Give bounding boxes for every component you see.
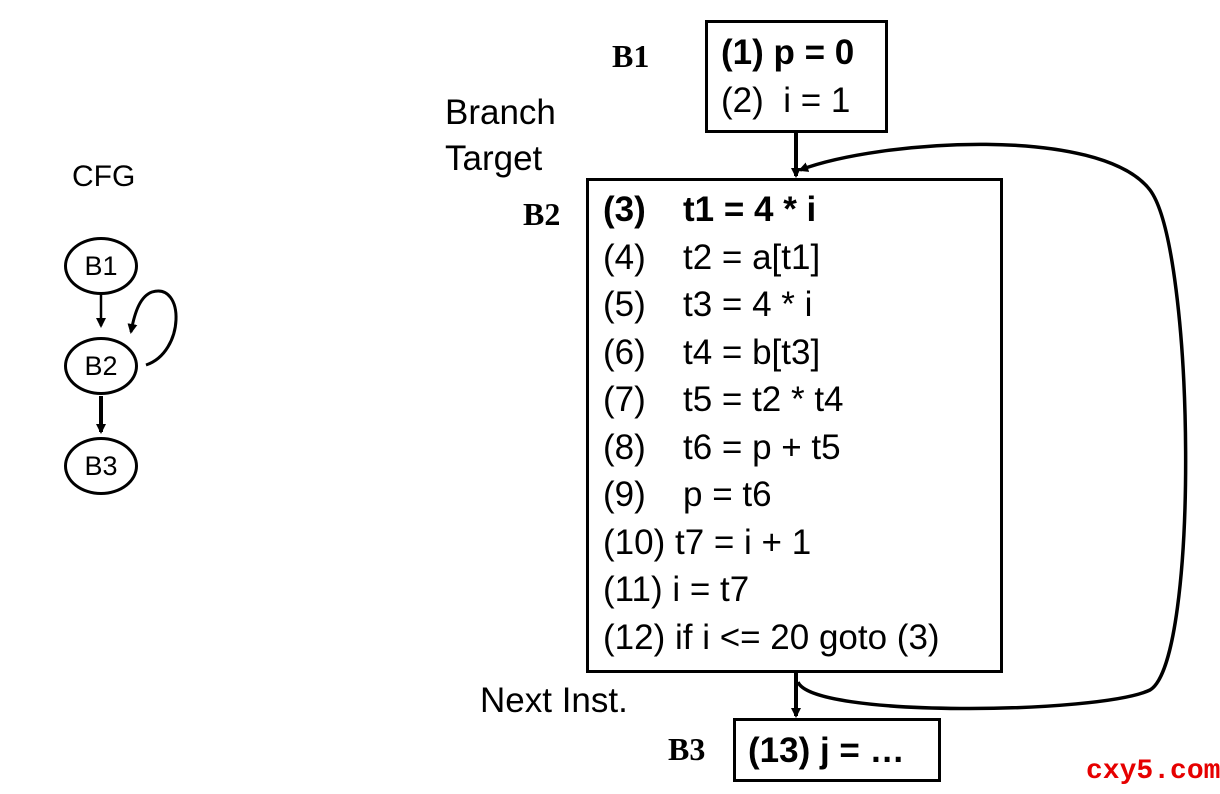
code-text: t2 = a[t1] [683, 237, 821, 277]
cfg-title: CFG [72, 160, 136, 193]
label-b1: B1 [612, 38, 650, 74]
code-line-4: (4) t2 = a[t1] [603, 234, 940, 282]
line-number: (4) [603, 237, 646, 277]
line-number: (6) [603, 332, 646, 372]
line-number: (13) [748, 731, 811, 770]
line-number: (11) [603, 570, 663, 609]
code-line-10: (10) t7 = i + 1 [603, 519, 940, 567]
line-number: (2) [721, 80, 764, 120]
code-line-1: (1) p = 0 [721, 29, 854, 77]
code-text: j = … [819, 731, 905, 770]
code-text: i = t7 [672, 570, 750, 609]
block-b3: (13) j = … [733, 718, 941, 782]
cfg-node-b3: B3 [64, 437, 138, 495]
line-number: (1) [721, 33, 764, 72]
code-line-5: (5) t3 = 4 * i [603, 281, 940, 329]
block-b2-lines: (3) t1 = 4 * i (4) t2 = a[t1] (5) t3 = 4 * … [603, 186, 940, 661]
code-text: p = 0 [773, 33, 855, 72]
label-branch-target: Branch Target [445, 90, 556, 182]
code-line-3: (3) t1 = 4 * i [603, 186, 940, 234]
branch-target-line1: Branch [445, 93, 556, 132]
block-b2: (3) t1 = 4 * i (4) t2 = a[t1] (5) t3 = 4 * … [586, 178, 1003, 673]
line-number: (7) [603, 380, 646, 419]
edge-loop-b2-back [796, 142, 1188, 711]
line-number: (5) [603, 285, 646, 324]
line-number: (9) [603, 475, 646, 514]
code-text: t3 = 4 * i [683, 285, 813, 324]
line-number: (8) [603, 427, 646, 467]
cfg-node-b2: B2 [64, 337, 138, 395]
code-line-9: (9) p = t6 [603, 471, 940, 519]
label-b3: B3 [668, 731, 706, 767]
code-text: t6 = p + t5 [683, 427, 841, 467]
cfg-node-b1: B1 [64, 237, 138, 295]
code-text: t7 = i + 1 [674, 522, 812, 562]
line-number: (10) [603, 522, 666, 562]
code-text: t5 = t2 * t4 [683, 380, 844, 419]
watermark-text: cxy5.com [1086, 756, 1220, 787]
code-line-6: (6) t4 = b[t3] [603, 329, 940, 377]
code-text: t1 = 4 * i [683, 190, 817, 229]
label-next-inst: Next Inst. [480, 681, 628, 720]
block-b1-lines: (1) p = 0 (2) i = 1 [721, 29, 854, 124]
code-text: p = t6 [683, 475, 772, 514]
code-line-13: (13) j = … [748, 727, 905, 775]
line-number: (3) [603, 190, 646, 229]
code-text: t4 = b[t3] [683, 332, 821, 372]
code-line-2: (2) i = 1 [721, 77, 854, 125]
code-text: i = 1 [783, 80, 851, 120]
code-line-12: (12) if i <= 20 goto (3) [603, 614, 940, 662]
line-number: (12) [603, 617, 666, 657]
branch-target-line2: Target [445, 139, 543, 178]
label-b2: B2 [523, 196, 561, 232]
cfg-self-loop-b2 [127, 289, 178, 367]
code-line-7: (7) t5 = t2 * t4 [603, 376, 940, 424]
block-b1: (1) p = 0 (2) i = 1 [705, 20, 888, 133]
code-line-11: (11) i = t7 [603, 566, 940, 614]
code-text: if i <= 20 goto (3) [674, 617, 940, 657]
code-line-8: (8) t6 = p + t5 [603, 424, 940, 472]
